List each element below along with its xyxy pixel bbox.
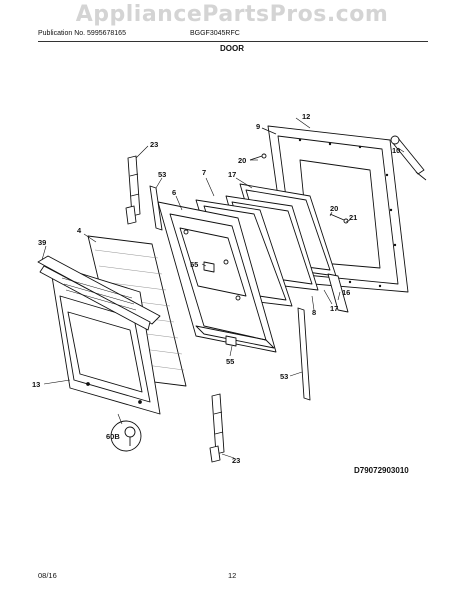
callout-55-bot: 55 <box>226 357 235 366</box>
callout-6: 6 <box>172 188 177 197</box>
watermark: AppliancePartsPros.com <box>75 2 389 27</box>
callout-17-bot: 17 <box>330 304 339 313</box>
callout-17-top: 17 <box>228 170 237 179</box>
outer-door-part <box>37 255 161 415</box>
callout-53-bot: 53 <box>280 372 289 381</box>
publication-number: Publication No. 5995678165 <box>38 30 126 37</box>
callout-12: 12 <box>302 112 311 121</box>
model-number: BGGF3045RFC <box>190 30 240 37</box>
callout-39: 39 <box>38 238 47 247</box>
header-rule <box>38 41 428 42</box>
screw-part <box>390 135 427 181</box>
screw-detail-part <box>110 420 142 452</box>
small-screw-part <box>249 153 349 224</box>
callout-10: 10 <box>392 146 401 155</box>
callout-8: 8 <box>312 308 317 317</box>
page-number: 12 <box>228 571 237 580</box>
door-liner-part <box>157 201 277 353</box>
callout-21: 21 <box>349 213 358 222</box>
callout-7: 7 <box>202 168 207 177</box>
gasket-bottom-part <box>297 307 311 401</box>
clip-bottom-part <box>225 335 237 347</box>
footer-date: 08/16 <box>38 571 57 580</box>
document-id: D79072903010 <box>354 466 409 475</box>
gasket-top-part <box>149 185 163 231</box>
callout-20-mid: 20 <box>330 204 339 213</box>
section-title: DOOR <box>220 44 244 53</box>
callout-9: 9 <box>256 122 261 131</box>
callout-23-top: 23 <box>150 140 159 149</box>
channel-part <box>327 273 349 313</box>
callout-53-top: 53 <box>158 170 167 179</box>
hinge-top-part <box>125 155 141 225</box>
clip-top-part <box>203 261 215 273</box>
callout-60b: 60B <box>106 432 120 441</box>
callout-23-bot: 23 <box>232 456 241 465</box>
callout-20-top: 20 <box>238 156 247 165</box>
callout-16: 16 <box>342 288 351 297</box>
callout-13: 13 <box>32 380 41 389</box>
callout-4: 4 <box>77 226 82 235</box>
callout-55-top: 55 <box>190 260 199 269</box>
hinge-bottom-part <box>209 393 225 463</box>
